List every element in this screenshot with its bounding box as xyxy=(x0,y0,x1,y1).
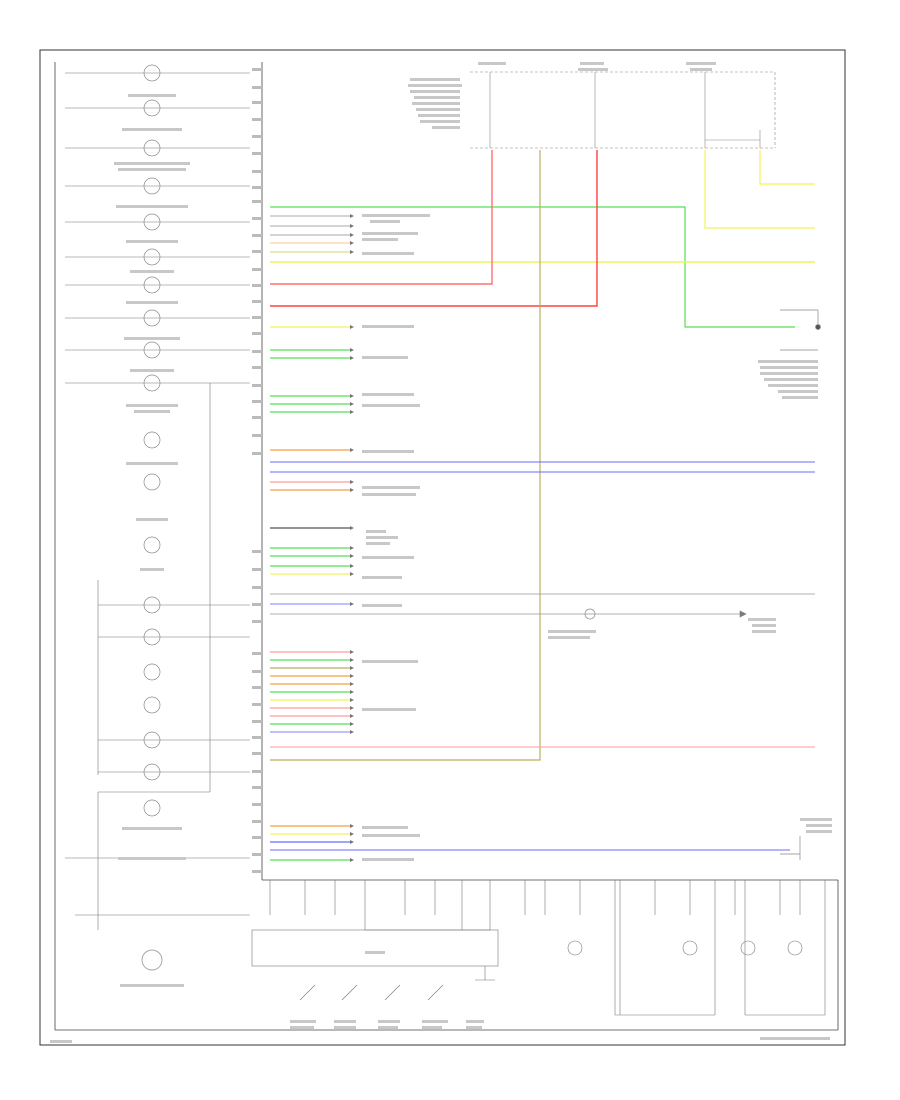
front-fog-indicator-bulb xyxy=(143,431,161,449)
bottom-label-blocks xyxy=(50,951,830,1043)
indicator-bulb-11 xyxy=(143,628,161,646)
right-destinations xyxy=(548,360,832,833)
temp-gauge-symbol xyxy=(740,940,756,956)
indicator-label-blocks xyxy=(114,94,190,987)
wire-green-1 xyxy=(270,206,795,328)
cvt-indicator-bulb xyxy=(143,139,161,157)
wire-yellow-2 xyxy=(704,150,815,229)
brake-system-indicator-bulb xyxy=(143,374,161,392)
indicator-bulbs xyxy=(141,64,163,971)
power-source-labels xyxy=(408,62,716,129)
oil-pressure-indicator-bulb xyxy=(143,177,161,195)
wire-olive-1 xyxy=(270,150,541,761)
tachometer-symbol xyxy=(787,940,803,956)
instrument-cluster-outline xyxy=(54,62,839,1031)
stub-wires xyxy=(270,215,350,861)
cruise-indicator-bulb xyxy=(143,64,161,82)
stub-arrowheads xyxy=(350,214,354,862)
indicator-bulb-13 xyxy=(143,696,161,714)
power-sources xyxy=(470,71,776,149)
wire-red-2 xyxy=(270,150,598,307)
connector-pin-column xyxy=(252,68,262,873)
tail-indicator-bulb xyxy=(143,248,161,266)
bottom-section xyxy=(251,880,826,1016)
indicator-bulb-15 xyxy=(143,763,161,781)
rear-fog-indicator-bulb xyxy=(143,473,161,491)
abs-indicator-bulb xyxy=(143,341,161,359)
speedometer-symbol xyxy=(567,940,583,956)
wire-red-1 xyxy=(270,150,493,285)
diagram-frame xyxy=(39,49,846,1046)
charge-indicator-bulb xyxy=(143,309,161,327)
right-components xyxy=(584,309,821,860)
system-reference-blocks xyxy=(362,214,430,861)
vdc-indicator-bulb xyxy=(143,596,161,614)
left-turn-indicator-bulb xyxy=(143,799,161,817)
seat-belt-indicator-bulb xyxy=(143,213,161,231)
indicator-column xyxy=(65,72,250,930)
indicator-bulb-12 xyxy=(143,663,161,681)
vdc-off-indicator-bulb xyxy=(143,536,161,554)
fuel-gauge-symbol xyxy=(682,940,698,956)
wire-yellow-3 xyxy=(759,150,815,185)
low-fuel-indicator-bulb xyxy=(141,949,163,971)
tail-off-indicator-bulb xyxy=(143,276,161,294)
cruise-set-indicator-bulb xyxy=(143,99,161,117)
indicator-bulb-14 xyxy=(143,731,161,749)
